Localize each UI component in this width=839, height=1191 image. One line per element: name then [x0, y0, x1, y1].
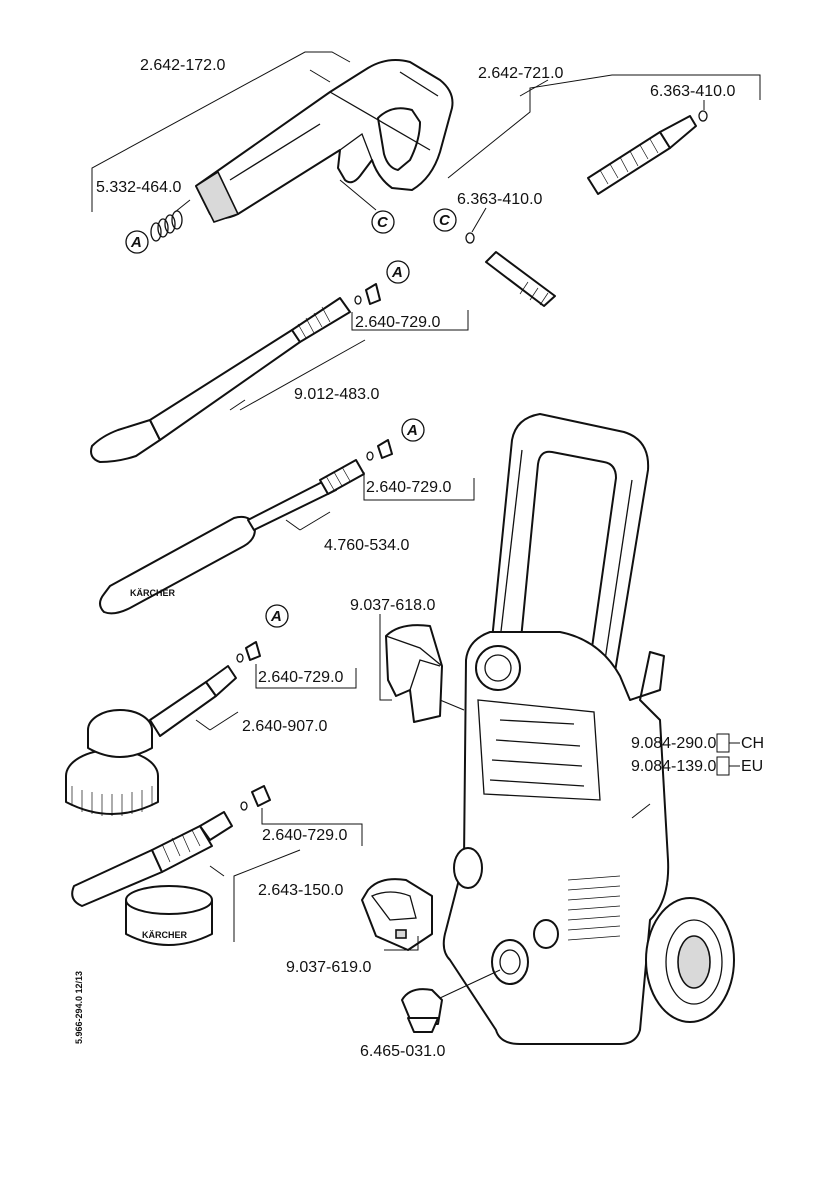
- marker-a-lance1: A: [386, 260, 410, 284]
- label-region-ch: CH: [741, 735, 764, 752]
- marker-c-gun: C: [371, 210, 395, 234]
- leader-holder-top: [379, 614, 392, 701]
- leader-lance1: [239, 339, 366, 411]
- leader-machine: [631, 803, 651, 819]
- machine-grill: [567, 875, 621, 941]
- garden-hose-coupling: [401, 988, 443, 1033]
- label-holder-top: 9.037-618.0: [350, 597, 436, 614]
- leader-lance2-nozzle: [363, 472, 475, 501]
- label-lance1-nozzle: 2.640-729.0: [355, 314, 441, 331]
- label-foam: 2.643-150.0: [258, 882, 344, 899]
- label-lance1: 9.012-483.0: [294, 386, 380, 403]
- foam-nozzle-ribs: [161, 829, 201, 863]
- foam-nozzle-brand: KÄRCHER: [142, 930, 188, 940]
- holder-bottom: [361, 878, 433, 951]
- label-machine-ch: 9.084-290.0: [631, 735, 717, 752]
- foam-nozzle: KÄRCHER: [71, 785, 271, 946]
- hose-end-top-ribs: [599, 138, 659, 185]
- label-machine-ch-group: 9.084-290.0 CH: [631, 733, 764, 753]
- marker-c-text: C: [377, 214, 389, 231]
- lance-vario-ribs: [297, 306, 331, 339]
- leader-brush: [209, 711, 239, 731]
- marker-c-hose: C: [433, 208, 457, 232]
- lance-dirtblaster-brand: KÄRCHER: [130, 588, 176, 598]
- lance-vario: [90, 283, 381, 463]
- label-oring-bottom: 6.363-410.0: [457, 191, 543, 208]
- pressure-washer-machine: [442, 413, 746, 1045]
- holder-top: [385, 624, 443, 723]
- lance-dirtblaster-ribs: [325, 466, 351, 491]
- label-brush-nozzle: 2.640-729.0: [258, 669, 344, 686]
- label-gun: 2.642-172.0: [140, 57, 226, 74]
- label-lance2: 4.760-534.0: [324, 537, 410, 554]
- high-pressure-hose: [465, 110, 708, 321]
- leader-holder-bottom: [384, 936, 419, 951]
- label-foam-nozzle: 2.640-729.0: [262, 827, 348, 844]
- marker-a-lance1-text: A: [391, 264, 403, 281]
- marker-a-lance2: A: [401, 418, 425, 442]
- lance-dirtblaster: KÄRCHER: [99, 439, 393, 615]
- leader-gun: [91, 51, 351, 212]
- label-oring-top: 6.363-410.0: [650, 83, 736, 100]
- leader-foam: [233, 849, 301, 942]
- rotary-brush: [65, 641, 261, 816]
- brush-bristles: [71, 786, 153, 816]
- label-machine-eu: 9.084-139.0: [631, 758, 717, 775]
- leader-hose: [447, 74, 761, 179]
- label-lance2-nozzle: 2.640-729.0: [366, 479, 452, 496]
- label-machine-eu-group: 9.084-139.0 EU: [631, 756, 763, 776]
- leader-lance2: [299, 511, 331, 531]
- trigger-gun: [194, 59, 454, 223]
- marker-a-brush: A: [265, 604, 289, 628]
- label-region-eu: EU: [741, 758, 763, 775]
- leader-foam-nozzle: [261, 808, 363, 846]
- marker-a-gun: A: [125, 230, 149, 254]
- marker-c-hose-text: C: [439, 212, 451, 229]
- marker-a-text: A: [130, 234, 142, 251]
- label-gun-seal: 5.332-464.0: [96, 179, 182, 196]
- document-code: 5.966-294.0 12/13: [74, 971, 84, 1044]
- label-coupling: 6.465-031.0: [360, 1043, 446, 1060]
- label-brush: 2.640-907.0: [242, 718, 328, 735]
- gun-seal-spring: [150, 210, 183, 242]
- leader-lance1-nozzle: [351, 310, 469, 331]
- leader-brush-nozzle: [255, 664, 357, 689]
- label-hose: 2.642-721.0: [478, 65, 564, 82]
- marker-a-brush-text: A: [270, 608, 282, 625]
- label-holder-bottom: 9.037-619.0: [286, 959, 372, 976]
- marker-a-lance2-text: A: [406, 422, 418, 439]
- hose-end-bottom-ribs: [519, 281, 549, 306]
